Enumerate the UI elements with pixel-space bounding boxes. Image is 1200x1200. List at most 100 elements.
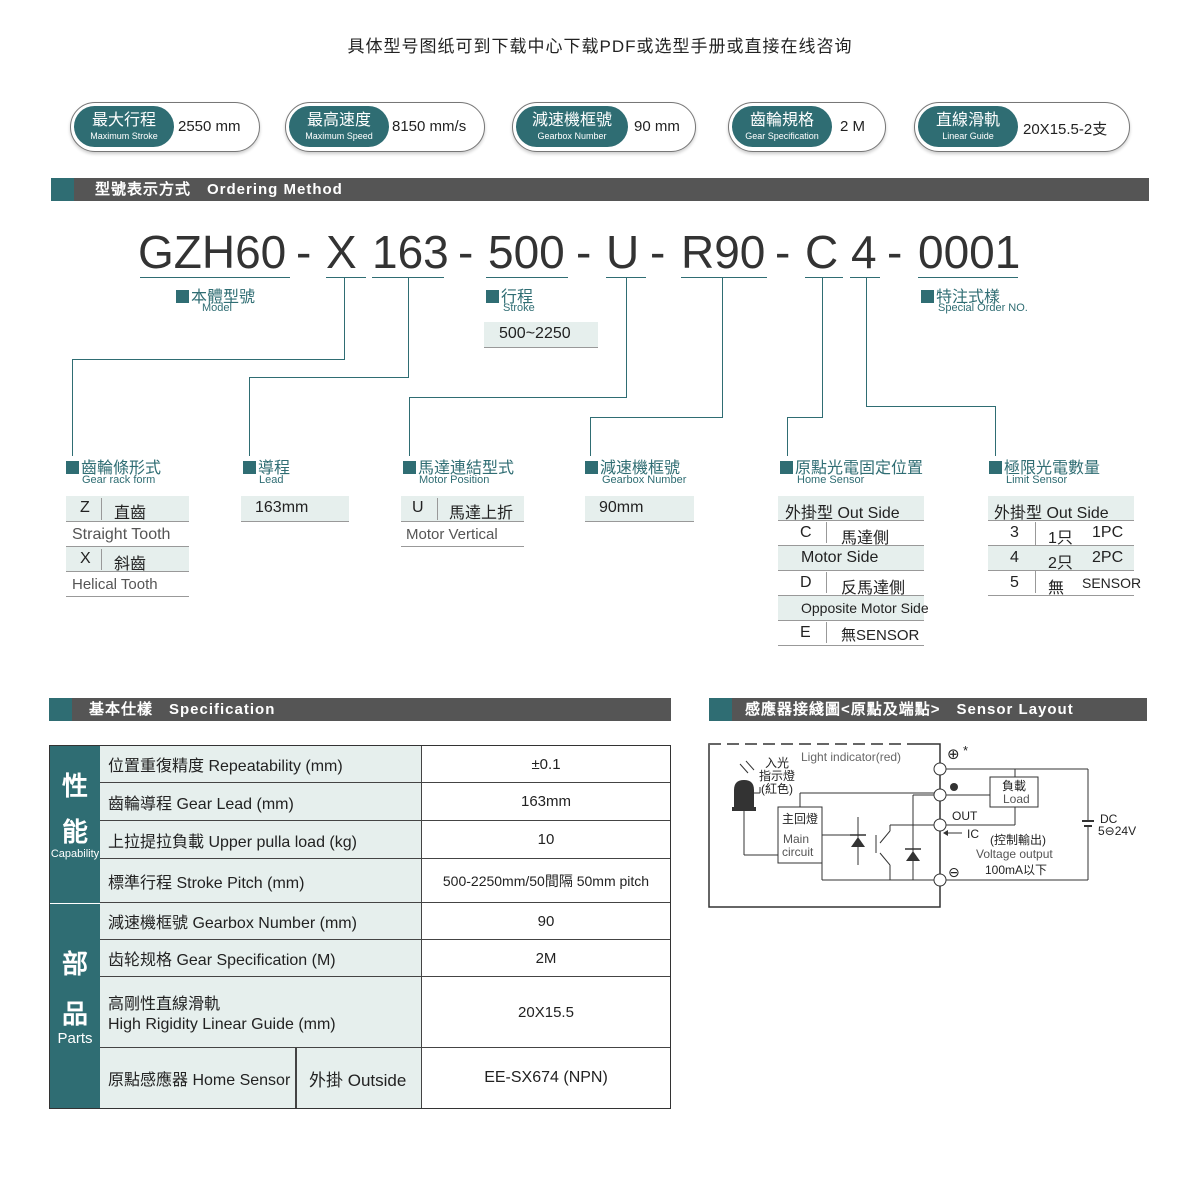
pill-label-cn: 減速機框號: [531, 112, 612, 129]
home-sensor-d-en: Opposite Motor Side: [801, 600, 929, 616]
divider: [66, 521, 189, 522]
motor-u-cn: 馬達上折: [449, 505, 514, 522]
code-underline: [606, 277, 646, 278]
connector: [787, 417, 788, 456]
code-special: 0001: [918, 226, 1021, 278]
pill-max-speed: 最高速度 Maximum Speed 8150 mm/s: [285, 102, 485, 152]
pill-label-cn: 最高速度: [306, 112, 371, 129]
spec-row-value: EE-SX674 (NPN): [484, 1069, 608, 1086]
voltage-output-en: Voltage output: [976, 847, 1053, 861]
code-model: GZH60: [138, 226, 287, 278]
row-bg: [585, 496, 694, 521]
divider: [778, 645, 924, 646]
spec-row-name-line2: High Rigidity Linear Guide (mm): [108, 1016, 336, 1033]
main-circuit-cn: 主回燈: [782, 812, 819, 826]
home-sensor-label: 原點光電固定位置: [780, 454, 923, 478]
parts-char-1: 部: [61, 949, 88, 979]
current-label: 100mA以下: [985, 863, 1048, 877]
spec-row: 高剛性直線滑軌 High Rigidity Linear Guide (mm) …: [100, 977, 670, 1048]
home-sensor-c-en: Motor Side: [801, 549, 879, 566]
spec-row: 減速機框號 Gearbox Number (mm) 90: [100, 903, 670, 940]
pill-gearbox: 減速機框號 Gearbox Number 90 mm: [512, 102, 696, 152]
motor-u-en: Motor Vertical: [406, 526, 498, 543]
gear-rack-x-cn: 斜齒: [114, 556, 147, 573]
spec-row-value: 10: [537, 831, 555, 848]
row-bg: [778, 496, 924, 520]
pill-value: 2 M: [840, 118, 866, 135]
divider: [988, 545, 1134, 546]
capability-char-1: 性: [61, 771, 88, 801]
row-bg: [778, 546, 924, 570]
stroke-range: 500~2250: [499, 325, 571, 342]
divider: [778, 545, 924, 546]
connector: [408, 278, 409, 377]
code-underline: [681, 277, 767, 278]
pill-label-en: Maximum Stroke: [90, 131, 158, 141]
code-motor: U: [606, 226, 640, 278]
gear-rack-label-en: Gear rack form: [82, 474, 156, 486]
main-circuit-en-2: circuit: [782, 845, 814, 859]
spec-row-name-line1: 高剛性直線滑軌: [108, 996, 221, 1013]
lead-label: 導程: [243, 454, 290, 478]
indicator-lamp-label: 指示燈: [759, 769, 796, 783]
sensor-layout-bar: 感應器接綫圖<原點及端點> Sensor Layout: [709, 698, 1147, 721]
divider: [484, 347, 598, 348]
spec-row: 原點感應器 Home Sensor 外掛 Outside EE-SX674 (N…: [100, 1048, 670, 1108]
code-stroke: 500: [488, 226, 565, 278]
gearbox-value: 90mm: [599, 499, 644, 516]
top-note: 具体型号图纸可到下载中心下载PDF或选型手册或直接在线咨询: [347, 37, 853, 56]
home-sensor-d-code: D: [800, 574, 812, 591]
code-underline: [850, 277, 880, 278]
plus-terminal: ⊕: [947, 746, 960, 763]
connector: [590, 417, 591, 456]
pill-label-en: Gear Specification: [745, 131, 819, 141]
parts-label-en: Parts: [57, 1030, 93, 1047]
divider: [66, 596, 189, 597]
bar-accent: [51, 178, 74, 201]
ic-label: IC: [967, 827, 979, 841]
divider: [988, 595, 1134, 596]
motor-position-label: 馬達連結型式: [403, 454, 514, 478]
limit-row-n: 4: [1010, 549, 1019, 566]
load-cn: 負載: [1002, 779, 1027, 793]
connector: [409, 397, 410, 456]
limit-row-cn: 2只: [1048, 555, 1073, 572]
spec-row-value: 90: [537, 912, 555, 930]
special-order-label-en: Special Order NO.: [938, 302, 1028, 314]
code-limit-sensor: 4: [851, 226, 877, 278]
pill-value: 90 mm: [634, 118, 680, 135]
spec-row-value: 163mm: [520, 793, 572, 810]
ordering-method-title: 型號表示方式 Ordering Method: [95, 181, 343, 198]
specification-bar: 基本仕樣 Specification: [49, 698, 671, 721]
gear-rack-z-cn: 直齒: [114, 505, 147, 522]
connector: [72, 359, 345, 360]
divider: [778, 570, 924, 571]
spec-row-name: 齒輪導程 Gear Lead (mm): [100, 783, 422, 820]
special-order-label: 特注式樣: [921, 283, 1000, 307]
divider: [778, 520, 924, 521]
divider: [778, 620, 924, 621]
limit-row-en: SENSOR: [1082, 575, 1142, 591]
pill-tag: 直線滑軌 Linear Guide: [918, 106, 1018, 147]
connector: [866, 406, 996, 407]
model-label: 本體型號: [176, 283, 255, 307]
pill-tag: 最高速度 Maximum Speed: [289, 106, 389, 147]
bar-accent: [709, 698, 732, 721]
light-indicator-label: Light indicator(red): [801, 750, 902, 764]
spec-row-name: 位置重復精度 Repeatability (mm): [100, 746, 422, 782]
connector: [249, 377, 250, 456]
gearbox-label-en: Gearbox Number: [602, 474, 687, 486]
capability-category: 性 能 Capability: [50, 746, 100, 903]
specification-title: 基本仕樣 Specification: [89, 701, 276, 718]
divider: [778, 595, 924, 596]
divider: [401, 546, 524, 547]
row-bg: [988, 496, 1134, 520]
stroke-range-bg: [484, 322, 598, 347]
code-dash: -: [775, 226, 791, 278]
spec-row-name: 上拉提拉負載 Upper pulla load (kg): [100, 821, 422, 858]
limit-row-en: 2PC: [1092, 549, 1124, 566]
code-rack: X: [326, 226, 357, 278]
divider: [241, 521, 349, 522]
gear-rack-x-code: X: [80, 550, 91, 567]
gearbox-label: 減速機框號: [585, 454, 680, 478]
